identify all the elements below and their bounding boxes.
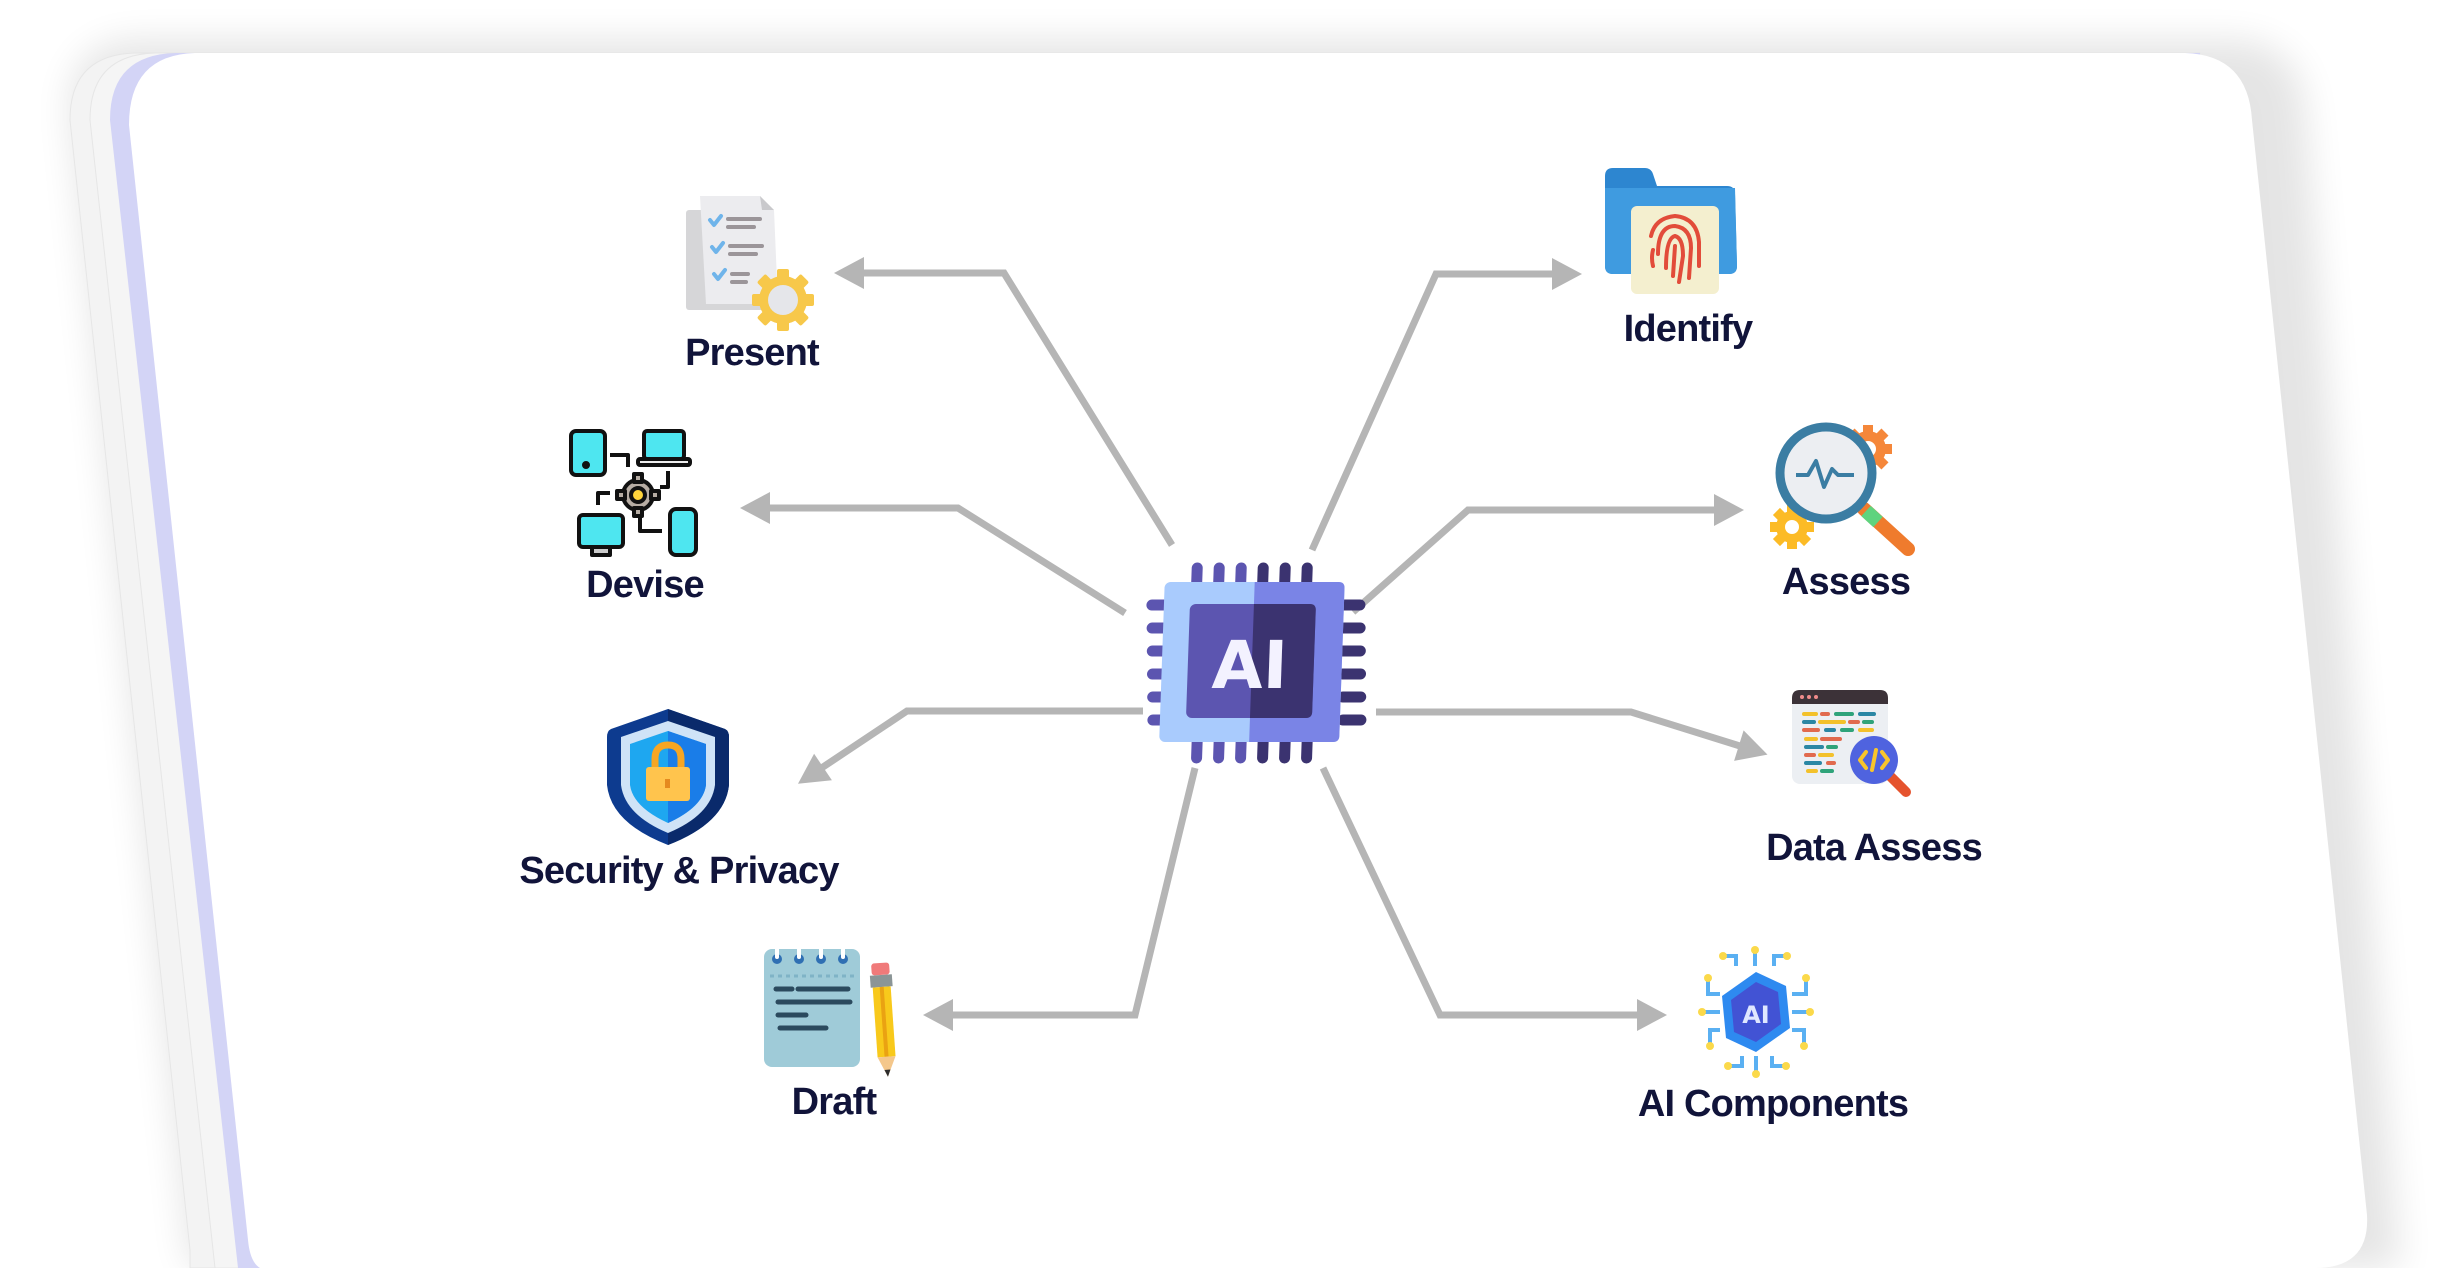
shield-lock-icon [607, 709, 729, 845]
code-window-magnifier-icon [1792, 690, 1911, 797]
node-label-ai-components: AI Components [1637, 1083, 1909, 1125]
arrowhead-present [834, 257, 864, 289]
node-label-devise: Devise [586, 564, 705, 606]
connector-devise [752, 504, 1127, 616]
checklist-gear-icon [686, 196, 814, 331]
node-label-present: Present [685, 332, 820, 374]
connector-ai-components [1319, 766, 1655, 1019]
ai-chip-icon: AI [1146, 562, 1367, 764]
folder-fingerprint-icon [1605, 168, 1737, 294]
connector-data-assess [1376, 708, 1758, 755]
node-label-assess: Assess [1781, 561, 1911, 603]
arrowhead-security [798, 753, 832, 784]
ai-circuit-icon: AI [1698, 946, 1814, 1078]
arrowhead-draft [923, 999, 953, 1031]
arrowhead-assess [1714, 494, 1744, 526]
node-label-draft: Draft [791, 1081, 877, 1123]
node-label-data-assess: Data Assess [1766, 827, 1983, 869]
connector-draft [935, 767, 1199, 1019]
connector-assess [1350, 506, 1732, 615]
svg-text:AI: AI [1742, 1001, 1770, 1029]
notepad-pencil-icon [764, 939, 896, 1077]
arrowheads [740, 257, 1768, 1031]
connector-present [846, 269, 1175, 547]
arrowhead-data-assess [1734, 730, 1768, 761]
connector-identify [1308, 270, 1570, 552]
arrowhead-ai-components [1637, 999, 1667, 1031]
arrowhead-devise [740, 492, 770, 524]
node-label-security-privacy: Security & Privacy [519, 850, 839, 892]
hub-label: AI [1211, 627, 1289, 704]
node-label-identify: Identify [1623, 308, 1754, 350]
connected-devices-gear-icon [569, 429, 698, 557]
connector-security [806, 707, 1143, 780]
arrowhead-identify [1552, 258, 1582, 290]
connectors [752, 269, 1758, 1019]
